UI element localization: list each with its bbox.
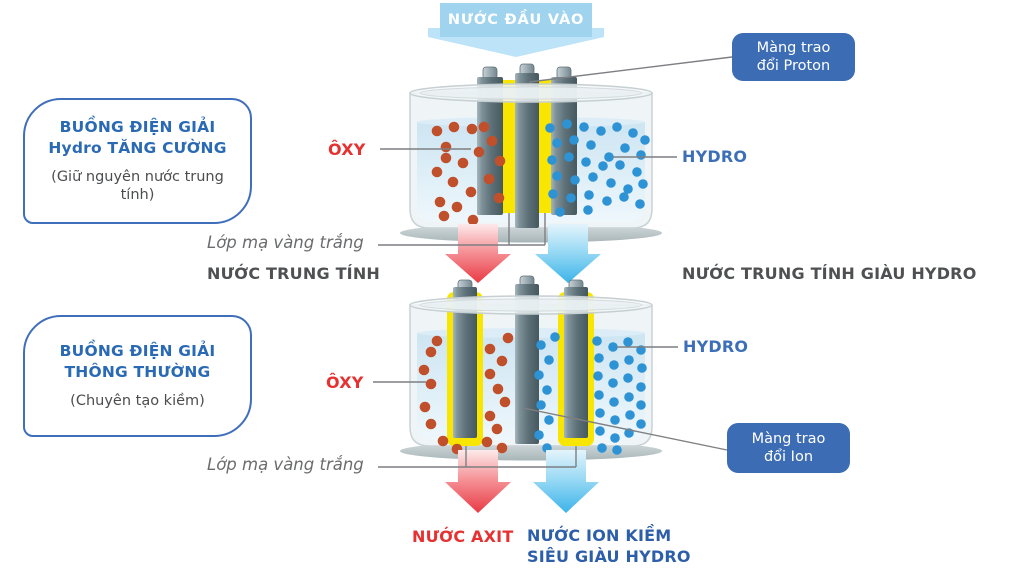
oxygen-bubbles-1 xyxy=(431,121,506,226)
ion-membrane-badge: Màng trao đổi Ion xyxy=(727,423,850,473)
chamber-1-box: BUỒNG ĐIỆN GIẢI Hydro TĂNG CƯỜNG (Giữ ng… xyxy=(23,98,252,224)
acid-water-label: NƯỚC AXIT xyxy=(412,527,514,546)
neutral-water-label: NƯỚC TRUNG TÍNH xyxy=(207,264,381,283)
proton-badge-line xyxy=(528,56,733,83)
alkaline-water-label-line1: NƯỚC ION KIỀM xyxy=(527,526,672,545)
chamber-1-subtitle: (Giữ nguyên nước trung tính) xyxy=(51,168,224,204)
ion-membrane-electrode xyxy=(515,284,539,444)
flow-arrow-neutral-hydro-water xyxy=(535,224,601,283)
chamber-2-box: BUỒNG ĐIỆN GIẢI THÔNG THƯỜNG (Chuyên tạo… xyxy=(23,315,252,437)
chamber-2-title-line1: BUỒNG ĐIỆN GIẢI xyxy=(59,342,216,361)
alkaline-water-label: NƯỚC ION KIỀM SIÊU GIÀU HYDRO xyxy=(527,526,691,568)
chamber-1-title-line2: Hydro TĂNG CƯỜNG xyxy=(48,138,227,157)
platinum-coating-left xyxy=(447,287,483,446)
flow-arrow-acid-water xyxy=(445,450,511,513)
hydrogen-bubbles-2 xyxy=(534,332,647,455)
neutral-hydro-water-label: NƯỚC TRUNG TÍNH GIÀU HYDRO xyxy=(682,264,977,283)
flow-arrow-alkaline-water xyxy=(533,450,599,513)
chamber-2-title-line2: THÔNG THƯỜNG xyxy=(64,363,211,382)
beaker-1 xyxy=(400,63,662,243)
chamber-1-title-line1: BUỒNG ĐIỆN GIẢI xyxy=(59,117,216,136)
platinum-coating-right xyxy=(558,287,594,446)
input-water-banner-label: NƯỚC ĐẦU VÀO xyxy=(447,11,585,28)
input-water-banner-shape xyxy=(428,3,604,57)
coating-label-2: Lớp mạ vàng trắng xyxy=(207,455,364,474)
hydrogen-label-2: HYDRO xyxy=(683,337,749,356)
coating-2-line xyxy=(378,446,577,468)
oxygen-label-2: ÔXY xyxy=(326,373,364,392)
proton-membrane-strips xyxy=(503,80,551,213)
flow-arrow-neutral-water xyxy=(445,224,511,283)
ion-badge-line xyxy=(522,407,728,451)
oxygen-label-1: ÔXY xyxy=(328,140,366,159)
hydrogen-bubbles-1 xyxy=(545,119,650,217)
hydrogen-label-1: HYDRO xyxy=(682,147,748,166)
coating-label-1: Lớp mạ vàng trắng xyxy=(207,233,364,252)
chamber-2-subtitle: (Chuyên tạo kiềm) xyxy=(70,393,205,409)
beaker-2-rim xyxy=(409,295,653,315)
proton-membrane-badge: Màng trao đổi Proton xyxy=(732,33,855,81)
beaker-2 xyxy=(400,275,662,461)
coating-1-line xyxy=(378,213,546,246)
alkaline-water-label-line2: SIÊU GIÀU HYDRO xyxy=(527,546,691,566)
leader-lines xyxy=(373,56,733,468)
beaker-1-rim xyxy=(409,83,653,103)
electrodes-2 xyxy=(447,275,594,446)
